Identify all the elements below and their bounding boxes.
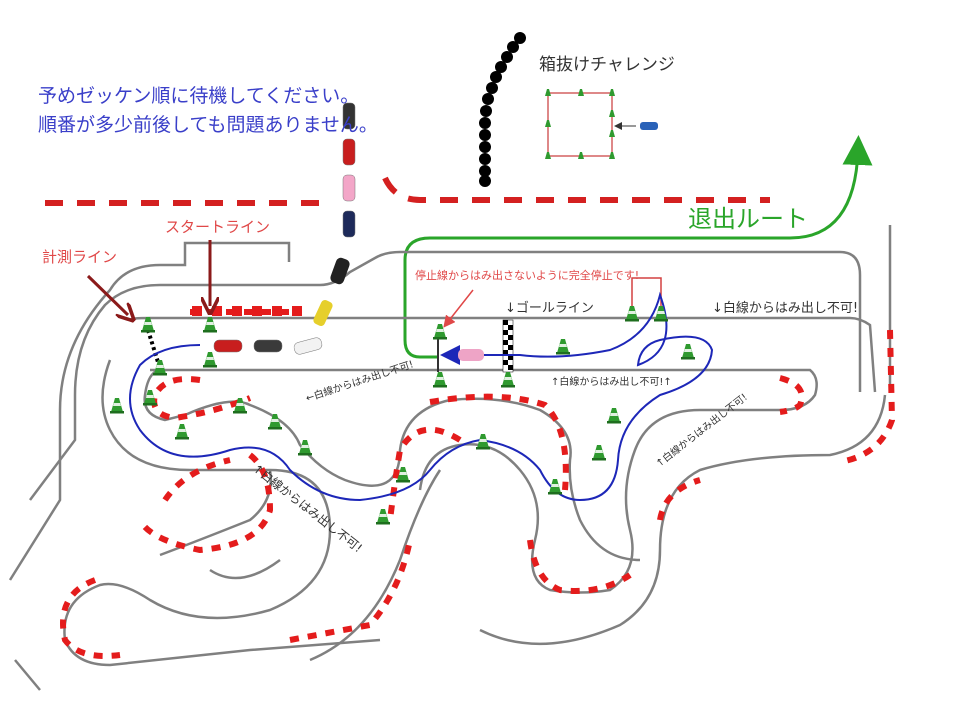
stop-instruction-label: 停止線からはみ出さないように完全停止です! — [415, 269, 640, 282]
goal-line-label: ↓ゴールライン — [505, 301, 594, 316]
goal-line — [502, 319, 514, 373]
curbs — [60, 309, 896, 659]
car-icon — [293, 337, 323, 355]
car-icon — [253, 339, 283, 353]
car-icon — [458, 349, 484, 361]
traffic-cone-icon — [433, 324, 447, 340]
traffic-cone-icon — [592, 445, 606, 461]
stop-instruction-arrow — [443, 289, 474, 328]
traffic-cone-icon — [625, 306, 639, 322]
start-line-label: スタートライン — [165, 218, 271, 236]
box-challenge-area — [545, 89, 658, 159]
car-icon — [213, 339, 243, 353]
barrier-dashed-right — [382, 176, 770, 203]
waiting-notice-line1: 予めゼッケン順に待機してください。 — [38, 85, 360, 107]
car-icon — [313, 299, 333, 327]
start-grid-cars — [213, 337, 323, 355]
warning-straight-bottom: ↑白線からはみ出し不可!↑ — [551, 377, 672, 388]
car-icon — [342, 138, 356, 166]
waiting-notice-line2: 順番が多少前後しても問題ありません。 — [38, 114, 378, 136]
traffic-cone-icon — [203, 317, 217, 333]
traffic-cone-icon — [501, 372, 515, 388]
car-icon — [342, 210, 356, 238]
car-icon — [330, 257, 350, 285]
stop-box — [631, 277, 662, 316]
traffic-cone-icon — [556, 339, 570, 355]
car-icon — [342, 174, 356, 202]
car-icon — [342, 102, 356, 130]
traffic-cone-icon — [153, 360, 167, 376]
track-lines — [8, 225, 892, 691]
timing-line — [146, 329, 164, 376]
timing-line-label: 計測ライン — [42, 248, 118, 266]
exit-route-label: 退出ルート — [688, 205, 808, 233]
warning-right-top: ↓白線からはみ出し不可! — [712, 301, 859, 316]
traffic-cone-icon — [141, 317, 155, 333]
timing-line-arrow — [86, 274, 128, 315]
traffic-cone-icon — [433, 372, 447, 388]
traffic-cone-icon — [110, 398, 124, 414]
traffic-cone-icon — [376, 509, 390, 525]
traffic-cone-icon — [175, 424, 189, 440]
box-challenge-label: 箱抜けチャレンジ — [539, 55, 675, 75]
pylon-wall — [479, 32, 526, 187]
car-icon — [640, 122, 658, 130]
traffic-cone-icon — [203, 352, 217, 368]
traffic-cone-icon — [607, 408, 621, 424]
exit-route-path — [403, 135, 873, 359]
traffic-cone-icon — [681, 344, 695, 360]
waiting-car-queue — [342, 102, 356, 238]
